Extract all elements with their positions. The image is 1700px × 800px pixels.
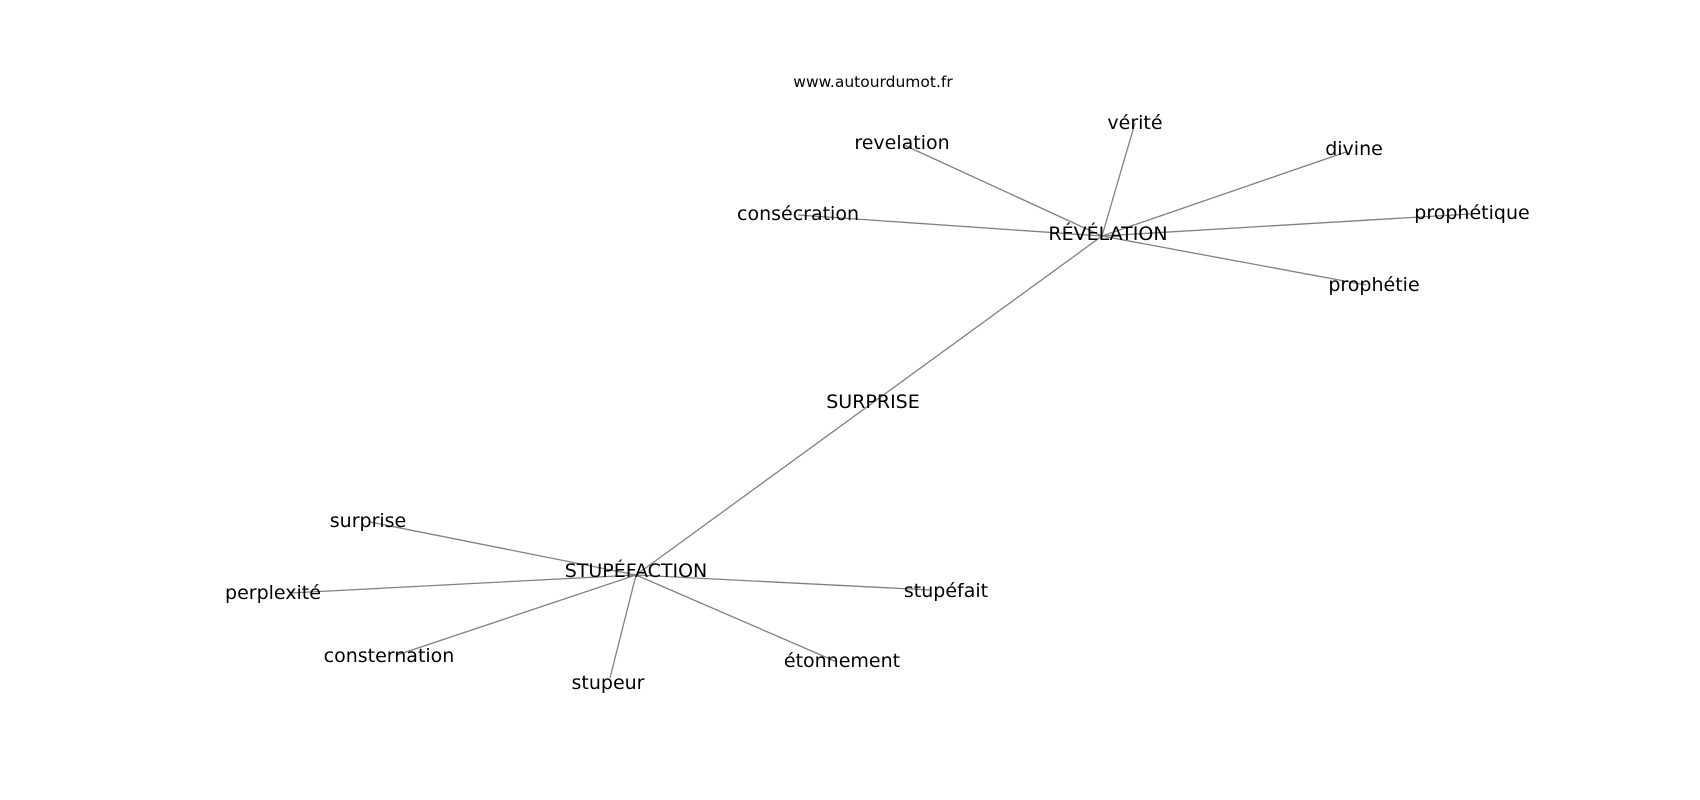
- watermark-text: www.autourdumot.fr: [793, 73, 953, 91]
- node-label-stupefaction_center: STUPÉFACTION: [565, 559, 708, 582]
- node-label-surprise_center: SURPRISE: [826, 391, 920, 413]
- label-layer: www.autourdumot.fr SURPRISE RÉVÉLATION STU…: [225, 73, 1530, 694]
- node-label-surprise: surprise: [330, 510, 407, 532]
- edge-revelation_center-prophetique: [1101, 213, 1471, 237]
- node-label-verite: vérité: [1107, 112, 1162, 134]
- edge-layer: [289, 122, 1471, 679]
- node-label-revelation: revelation: [854, 132, 949, 154]
- edge-revelation_center-revelation: [903, 144, 1103, 237]
- node-label-perplexite: perplexité: [225, 582, 321, 604]
- node-label-consecration: consécration: [737, 203, 859, 225]
- node-label-divine: divine: [1325, 138, 1383, 160]
- node-label-prophetie: prophétie: [1328, 274, 1419, 296]
- edge-stupefaction_center-stupefait: [635, 574, 931, 591]
- edge-stupefaction_center-stupeur: [609, 574, 637, 679]
- edge-stupefaction_center-perplexite: [289, 574, 637, 594]
- edge-revelation_center-verite: [1101, 122, 1136, 237]
- edge-stupefaction_center-surprise: [369, 521, 637, 576]
- edge-stupefaction_center-consternation: [396, 574, 637, 656]
- node-label-stupefait: stupéfait: [904, 580, 988, 602]
- node-label-stupeur: stupeur: [572, 672, 645, 694]
- edge-revelation_center-stupefaction_center: [635, 235, 1103, 576]
- node-label-etonnement: étonnement: [784, 650, 900, 672]
- node-label-prophetique: prophétique: [1414, 202, 1529, 224]
- edge-revelation_center-consecration: [797, 214, 1103, 237]
- edge-revelation_center-divine: [1101, 151, 1347, 237]
- node-label-revelation_center: RÉVÉLATION: [1048, 222, 1167, 245]
- edge-revelation_center-prophetie: [1101, 235, 1367, 286]
- node-label-consternation: consternation: [324, 645, 455, 667]
- edge-stupefaction_center-etonnement: [635, 574, 838, 663]
